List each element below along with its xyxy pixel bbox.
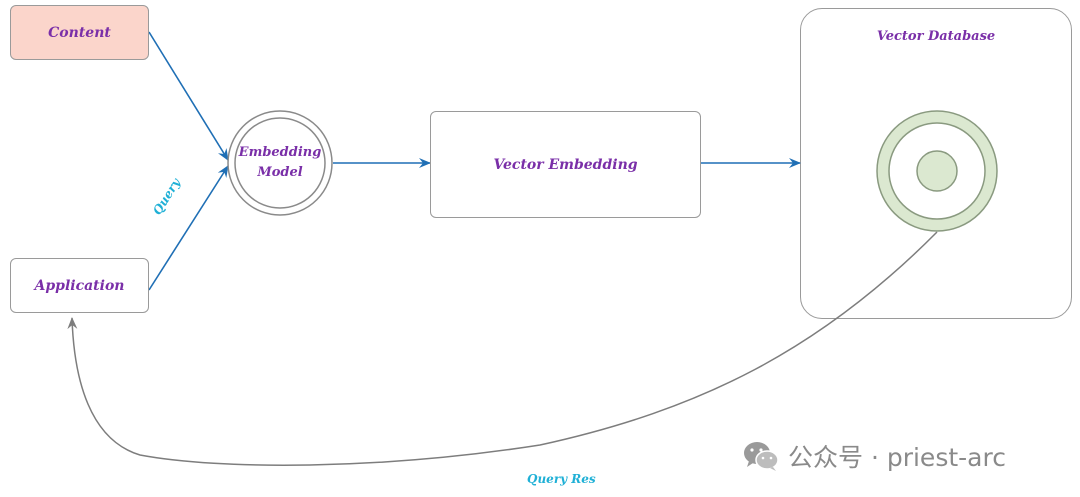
vector-embedding-node: Vector Embedding: [430, 111, 701, 218]
arrow-application-to-model: [148, 165, 229, 291]
query-res-edge-label: Query Res: [527, 472, 596, 486]
watermark: 公众号 · priest-arc: [742, 436, 1006, 476]
watermark-text: 公众号 · priest-arc: [788, 443, 1006, 472]
wechat-icon: [744, 442, 779, 471]
application-label: Application: [34, 277, 125, 294]
database-icon-core: [916, 150, 958, 192]
application-node: Application: [10, 258, 149, 313]
content-label: Content: [48, 24, 111, 41]
embedding-model-label-line1: Embedding: [238, 145, 322, 160]
arrow-query-result: [67, 231, 938, 466]
embedding-model-inner-ring: [234, 117, 326, 209]
content-node: Content: [10, 5, 149, 60]
arrow-content-to-model: [148, 31, 229, 161]
embedding-model-label: Embedding Model: [230, 143, 330, 183]
embedding-model-label-line2: Model: [257, 165, 303, 180]
vector-embedding-label: Vector Embedding: [493, 156, 638, 173]
